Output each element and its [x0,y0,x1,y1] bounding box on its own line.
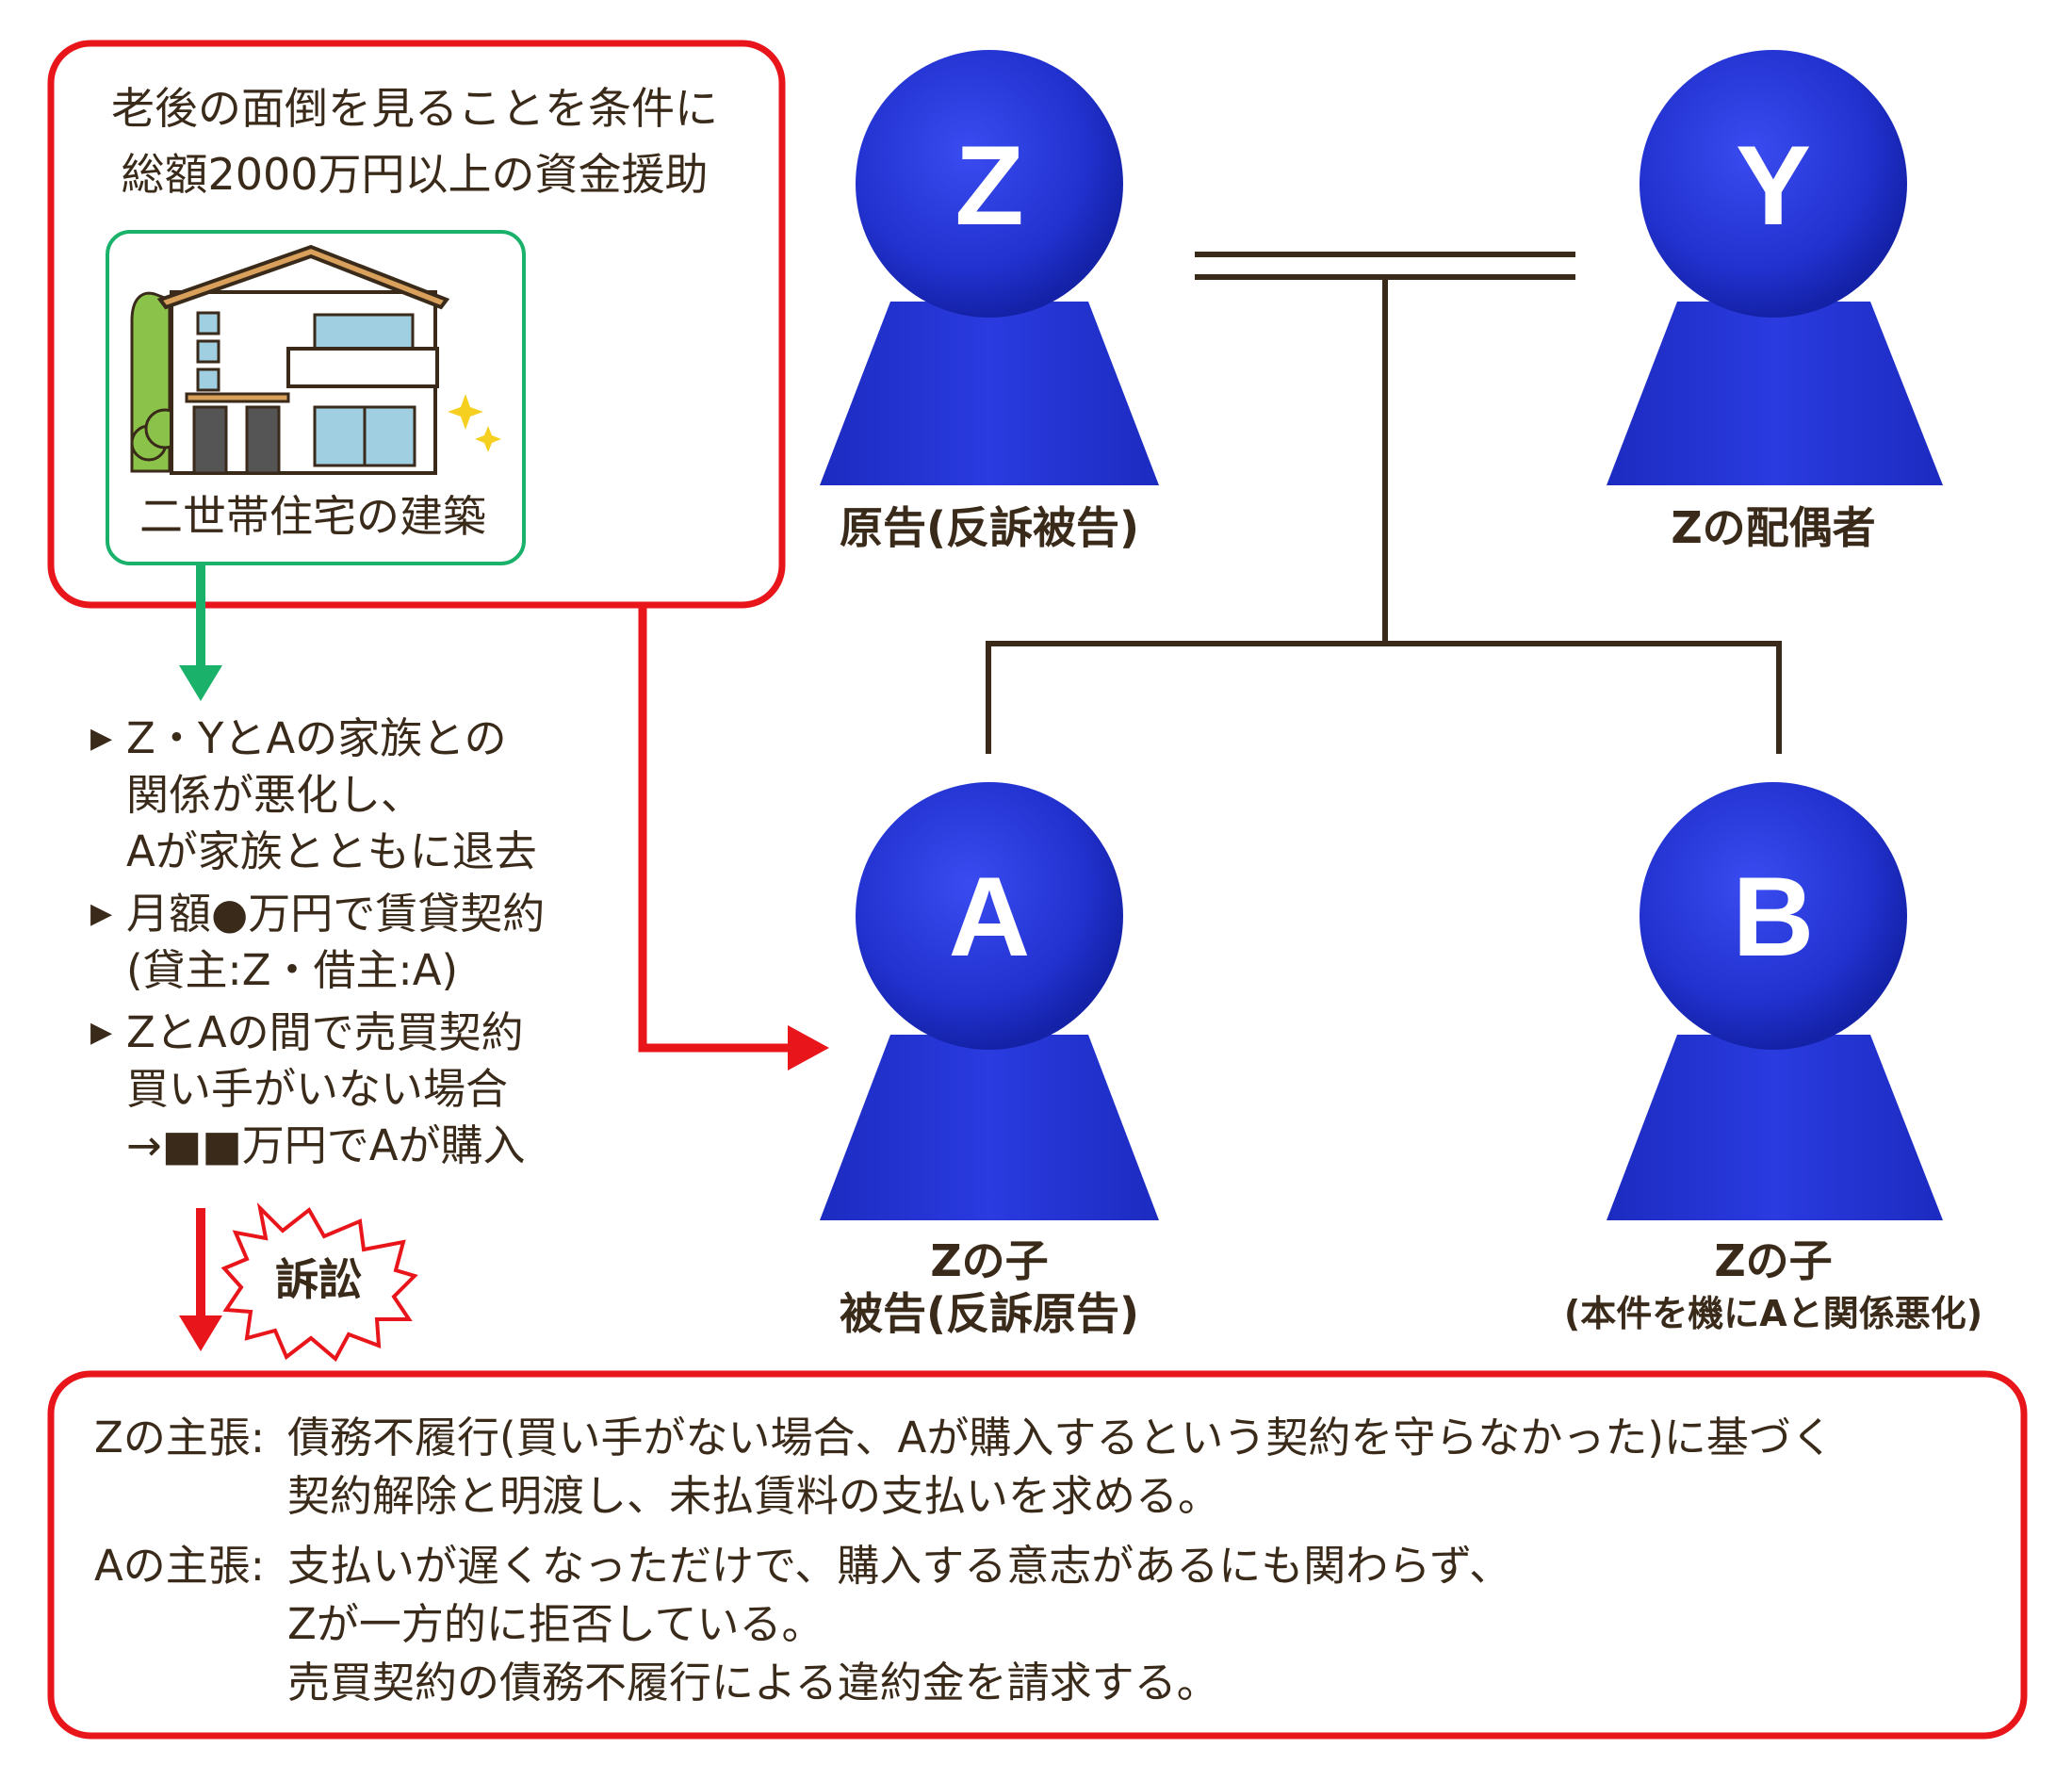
event-line: 買い手がいない場合 [126,1064,509,1114]
person-b-letter: B [1732,854,1815,980]
triangle-bullet-icon: ▶ [90,897,113,930]
person-b-label-line2: (本件を機にAと関係悪化) [1563,1293,1983,1334]
claim-line: 支払いが遅くなっただけで、購入する意志があるにも関わらず、 [287,1541,1512,1591]
claim-head: Zの主張: [94,1413,265,1462]
claims-list: Zの主張: 債務不履行(買い手がない場合、Aが購入するという契約を守らなかった)… [94,1409,2035,1724]
red-down-arrow [179,1208,222,1351]
event-item: ▶ ZとAの間で売買契約 買い手がいない場合 →■■万円でAが購入 [87,1005,614,1174]
person-z-figure [820,50,1159,485]
house-caption: 二世帯住宅の建築 [139,491,486,542]
claim-line: Zが一方的に拒否している。 [287,1599,824,1649]
person-a-label-line1: Zの子 [930,1235,1049,1286]
claim-line: 売買契約の債務不履行による違約金を請求する。 [287,1658,1219,1707]
person-y-label: Zの配偶者 [1671,502,1876,553]
lawsuit-burst [220,1202,418,1363]
event-item: ▶ 月額●万円で賃貸契約 (貸主:Z・借主:A) [87,886,614,999]
event-item: ▶ Z・YとAの家族との 関係が悪化し、 Aが家族とともに退去 [87,711,614,880]
marriage-line [1195,252,1575,280]
two-family-house-icon [130,244,501,475]
lawsuit-label: 訴訟 [275,1254,362,1305]
person-a-label: Zの子 被告(反訴原告) [744,1234,1234,1340]
event-line: ZとAの間で売買契約 [126,1007,524,1057]
person-a-figure [820,782,1159,1220]
red-arrow-to-a [638,605,829,1070]
claim-line: 契約解除と明渡し、未払賃料の支払いを求める。 [287,1471,1221,1521]
condition-title-line2: 総額2000万円以上の資金援助 [121,149,709,200]
family-tree-lines [986,277,1782,754]
person-b-label-line1: Zの子 [1714,1235,1833,1286]
person-a-letter: A [948,854,1031,980]
person-b-figure [1607,782,1943,1220]
person-a-label-line2: 被告(反訴原告) [839,1288,1140,1339]
person-y-figure [1607,50,1943,485]
claim-body: 支払いが遅くなっただけで、購入する意志があるにも関わらず、 Zが一方的に拒否して… [287,1537,1511,1712]
person-b-label: Zの子 (本件を機にAと関係悪化) [1528,1234,2018,1340]
claims-box [47,1370,2028,1740]
event-line: →■■万円でAが購入 [126,1120,526,1170]
top-condition-box [47,40,786,609]
claim-z: Zの主張: 債務不履行(買い手がない場合、Aが購入するという契約を守らなかった)… [94,1409,2035,1526]
claim-head: Aの主張: [94,1541,265,1591]
claim-line: 債務不履行(買い手がない場合、Aが購入するという契約を守らなかった)に基づく [287,1413,1834,1462]
event-line: 関係が悪化し、 [126,770,424,820]
event-line: Z・YとAの家族との [126,713,507,763]
events-list: ▶ Z・YとAの家族との 関係が悪化し、 Aが家族とともに退去 ▶ 月額●万円で… [87,711,614,1180]
condition-title: 老後の面倒を見ることを条件に 総額2000万円以上の資金援助 [57,75,773,207]
person-z-letter: Z [954,123,1024,249]
person-y-letter: Y [1735,123,1812,249]
event-line: Aが家族とともに退去 [126,826,537,876]
event-line: (貸主:Z・借主:A) [126,945,459,995]
triangle-bullet-icon: ▶ [90,1016,113,1049]
claim-a: Aの主張: 支払いが遅くなっただけで、購入する意志があるにも関わらず、 Zが一方… [94,1537,2035,1712]
claim-body: 債務不履行(買い手がない場合、Aが購入するという契約を守らなかった)に基づく 契… [287,1409,1834,1526]
triangle-bullet-icon: ▶ [90,722,113,755]
condition-title-line1: 老後の面倒を見ることを条件に [111,83,718,134]
person-z-label: 原告(反訴被告) [839,502,1140,553]
green-down-arrow [179,564,222,701]
event-line: 月額●万円で賃貸契約 [126,889,546,939]
